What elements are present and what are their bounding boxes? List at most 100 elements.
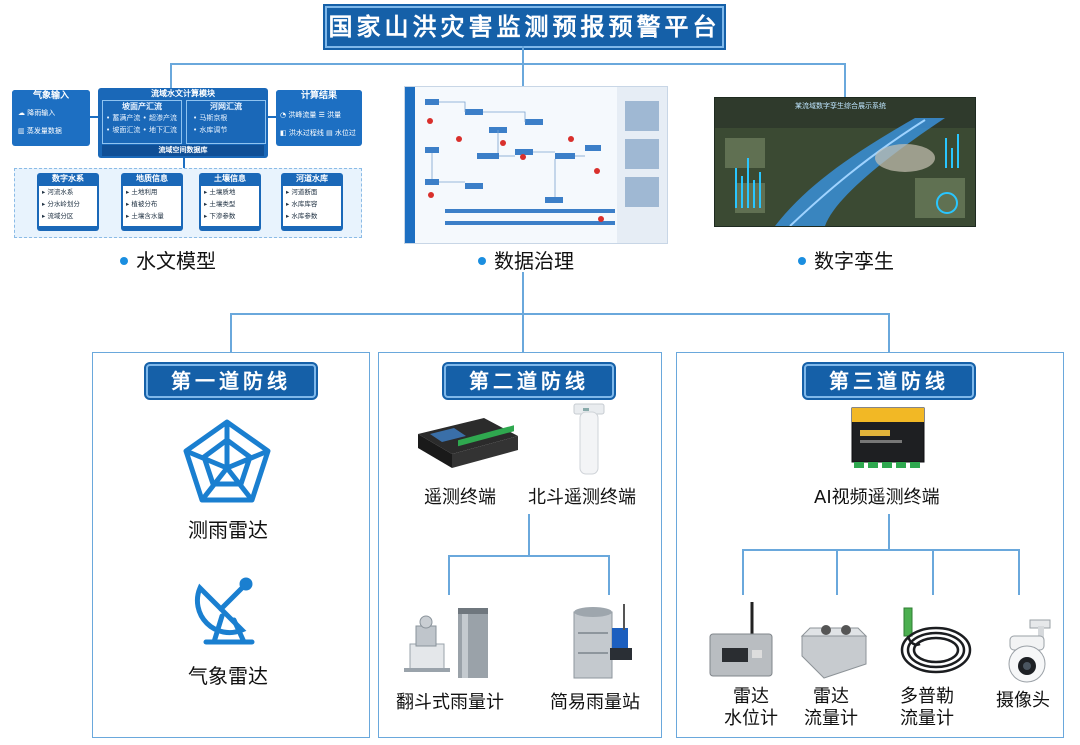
- arrow: [268, 116, 276, 118]
- module-label: 数据治理: [478, 245, 574, 274]
- source-item: 分水岭划分: [47, 200, 80, 208]
- doppler-flow-meter-device: [900, 607, 972, 674]
- panel3-connector: [888, 514, 890, 550]
- label-line: 水位计: [724, 708, 778, 729]
- panel2-left-drop: [448, 555, 450, 595]
- source-title: 土壤信息: [214, 174, 246, 183]
- source-item: 植被分布: [131, 200, 158, 208]
- panel2-bus: [448, 555, 610, 557]
- source-items: ▸ 土地利用▸ 植被分布▸ 土壤含水量: [123, 186, 181, 226]
- camera-device: [1008, 619, 1051, 683]
- module-label-text: 数字孪生: [814, 249, 894, 273]
- arrow: [183, 158, 185, 168]
- panel3-drop: [742, 549, 744, 595]
- hydro-model-diagram: 气象输入 ☁ 降雨输入 ▥ 蒸发量数据 流域水文计算模块 坡面产汇流 • 蓄满产…: [12, 88, 372, 240]
- source-item: 土壤质地: [209, 188, 236, 196]
- twin-scene-graphic: [715, 98, 975, 226]
- data-connector: [522, 63, 524, 87]
- arrow: [90, 116, 98, 118]
- source-box: 河道水库 ▸ 河道断面▸ 水库库容▸ 水库参数: [281, 173, 343, 231]
- camera-label: 摄像头: [996, 690, 1050, 711]
- radar-level-meter-device: [709, 602, 773, 677]
- rain-radar-icon: [183, 419, 271, 503]
- channel-items: • 马斯京根 • 水库调节: [193, 114, 228, 134]
- telemetry-terminal-label: 遥测终端: [424, 487, 496, 508]
- weather-input-box: 气象输入 ☁ 降雨输入 ▥ 蒸发量数据: [12, 90, 90, 146]
- channel-item: 马斯京根: [199, 114, 228, 122]
- source-item: 流域分区: [47, 212, 74, 220]
- radar-flow-meter-label: 雷达流量计: [804, 686, 858, 730]
- source-item: 土壤类型: [209, 200, 236, 208]
- weather-item: ▥ 蒸发量数据: [18, 127, 62, 135]
- bullet-icon: [120, 256, 128, 265]
- source-item: 水库库容: [291, 200, 318, 208]
- channel-box: 河网汇流 • 马斯京根 • 水库调节: [186, 100, 266, 144]
- result-item: 水位过程: [280, 129, 356, 155]
- tipping-bucket-label: 翻斗式雨量计: [396, 692, 504, 713]
- doppler-flow-meter-label: 多普勒流量计: [900, 686, 954, 730]
- source-item: 河流水系: [47, 188, 74, 196]
- panel2-right-drop: [608, 555, 610, 595]
- beidou-terminal-device: [573, 403, 605, 475]
- line1-connector: [230, 313, 232, 353]
- bullet-icon: [798, 256, 806, 265]
- source-title: 数字水系: [52, 174, 84, 183]
- result-box: 计算结果 ◔ 洪峰流量 ☰ 洪量 ◧ 洪水过程线 ▤ 水位过程: [276, 90, 362, 155]
- second-defense-title: 第二道防线: [444, 364, 614, 398]
- hydro-connector: [170, 63, 172, 89]
- result-item: 洪量: [327, 111, 342, 119]
- runoff-item: 蓄满产流: [112, 114, 141, 122]
- result-items: ◔ 洪峰流量 ☰ 洪量 ◧ 洪水过程线 ▤ 水位过程: [280, 111, 356, 155]
- source-box: 数字水系 ▸ 河流水系▸ 分水岭划分▸ 流域分区: [37, 173, 99, 231]
- radar-flow-meter-device: [800, 625, 868, 679]
- source-item: 下渗参数: [209, 212, 236, 220]
- source-item: 河道断面: [291, 188, 318, 196]
- result-item: 洪峰流量: [288, 111, 317, 119]
- beidou-terminal-label: 北斗遥测终端: [528, 487, 636, 508]
- third-defense-title: 第三道防线: [804, 364, 974, 398]
- runoff-items: • 蓄满产流 • 超渗产流 • 坡面汇流 • 地下汇流: [106, 114, 177, 134]
- top-bus-line: [170, 63, 846, 65]
- module-label: 数字孪生: [798, 245, 894, 274]
- panel3-drop: [836, 549, 838, 595]
- process-box: 流域水文计算模块 坡面产汇流 • 蓄满产流 • 超渗产流 • 坡面汇流 • 地下…: [98, 88, 268, 158]
- panel3-drop: [932, 549, 934, 595]
- spatial-db: 流域空间数据库: [102, 145, 264, 156]
- runoff-item: 地下汇流: [148, 126, 177, 134]
- label-line: 雷达: [733, 686, 769, 707]
- line2-connector: [522, 313, 524, 353]
- platform-title: 国家山洪灾害监测预报预警平台: [325, 6, 724, 48]
- source-items: ▸ 河道断面▸ 水库库容▸ 水库参数: [283, 186, 341, 226]
- source-item: 土地利用: [131, 188, 158, 196]
- weather-input-title: 气象输入: [12, 90, 90, 102]
- channel-item: 水库调节: [199, 126, 228, 134]
- title-connector: [522, 46, 524, 64]
- source-items: ▸ 河流水系▸ 分水岭划分▸ 流域分区: [39, 186, 97, 226]
- digital-twin-image: 某流域数字孪生综合展示系统: [714, 97, 976, 227]
- runoff-item: 超渗产流: [148, 114, 177, 122]
- telemetry-terminal-device: [418, 418, 518, 468]
- runoff-title: 坡面产汇流: [122, 102, 162, 111]
- second-defense-panel: [378, 352, 662, 738]
- source-box: 地质信息 ▸ 土地利用▸ 植被分布▸ 土壤含水量: [121, 173, 183, 231]
- flowchart-graphic: [405, 87, 667, 243]
- simple-rain-station-label: 简易雨量站: [550, 692, 640, 713]
- runoff-box: 坡面产汇流 • 蓄满产流 • 超渗产流 • 坡面汇流 • 地下汇流: [102, 100, 182, 144]
- bullet-icon: [478, 256, 486, 265]
- twin-connector: [844, 63, 846, 97]
- source-items: ▸ 土壤质地▸ 土壤类型▸ 下渗参数: [201, 186, 259, 226]
- source-title: 河道水库: [296, 174, 328, 183]
- module-label: 水文模型: [120, 245, 216, 274]
- label-line: 流量计: [900, 708, 954, 729]
- simple-rain-station-device: [573, 604, 632, 679]
- line3-connector: [888, 313, 890, 353]
- panel3-bus: [742, 549, 1020, 551]
- result-title: 计算结果: [276, 90, 362, 102]
- ai-video-terminal-label: AI视频遥测终端: [814, 487, 940, 508]
- ai-video-terminal-device: [851, 407, 925, 468]
- first-defense-title: 第一道防线: [146, 364, 316, 398]
- source-box: 土壤信息 ▸ 土壤质地▸ 土壤类型▸ 下渗参数: [199, 173, 261, 231]
- tipping-bucket-gauge-device: [404, 608, 488, 678]
- source-item: 土壤含水量: [131, 212, 164, 220]
- panel3-drop: [1018, 549, 1020, 595]
